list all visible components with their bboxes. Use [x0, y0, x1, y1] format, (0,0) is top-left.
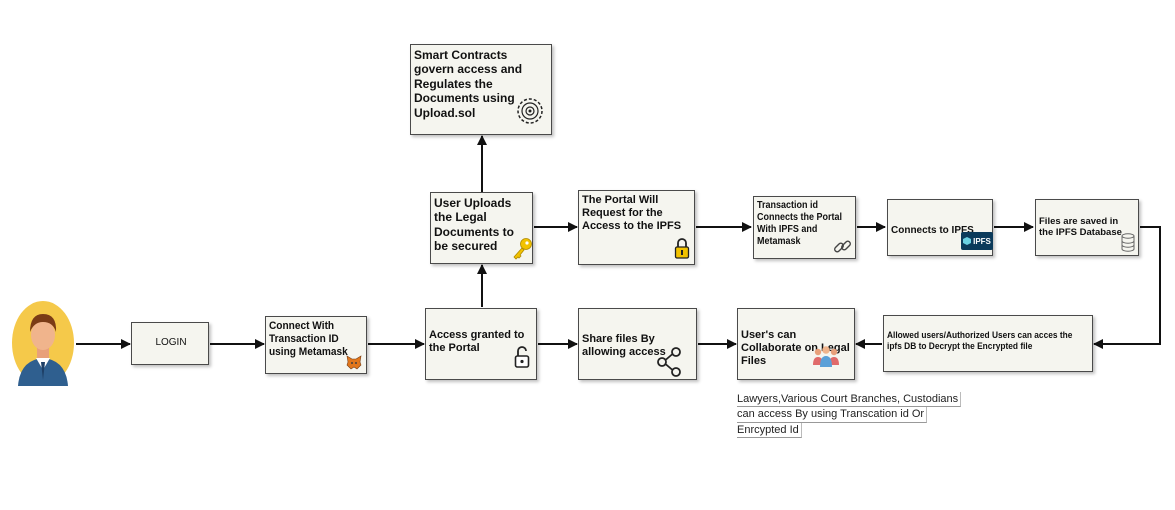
node-collaborate: User's can Collaborate on Legal Files	[737, 308, 855, 380]
node-transaction-connect-label: Transaction id Connects the Portal With …	[757, 200, 843, 247]
lock-icon	[674, 238, 690, 259]
arrow-files-allowed	[1093, 226, 1161, 349]
node-connect-metamask: Connect With Transaction ID using Metama…	[265, 316, 367, 374]
node-files-saved-label: Files are saved in the IPFS Database	[1039, 216, 1122, 239]
node-user-uploads: User Uploads the Legal Documents to be s…	[430, 192, 533, 264]
node-access-granted-label: Access granted to the Portal	[429, 329, 525, 355]
ipfs-cube-icon	[963, 237, 972, 245]
user-avatar	[12, 300, 74, 386]
node-smart-contracts: Smart Contracts govern access and Regula…	[410, 44, 552, 135]
unlocked-padlock-icon	[514, 346, 530, 368]
ipfs-logo-icon: IPFS	[961, 232, 993, 250]
node-login-label: LOGIN	[155, 337, 187, 348]
access-note: Lawyers,Various Court Branches, Custodia…	[737, 392, 962, 438]
node-smart-contracts-label: Smart Contracts govern access and Regula…	[414, 48, 523, 120]
access-note-line: can access By using Transcation id Or	[737, 407, 928, 423]
node-allowed-users-label: Allowed users/Authorized Users can acces…	[887, 330, 1073, 353]
node-portal-request: The Portal Will Request for the Access t…	[578, 190, 695, 265]
link-icon	[834, 240, 851, 253]
node-connects-ipfs: Connects to IPFS IPFS	[887, 199, 993, 256]
node-connect-metamask-label: Connect With Transaction ID using Metama…	[269, 320, 348, 359]
node-share-files: Share files By allowing access	[578, 308, 697, 380]
node-allowed-users: Allowed users/Authorized Users can acces…	[883, 315, 1093, 372]
node-transaction-connect: Transaction id Connects the Portal With …	[753, 196, 856, 259]
ipfs-logo-text: IPFS	[973, 236, 991, 246]
node-access-granted: Access granted to the Portal	[425, 308, 537, 380]
node-portal-request-label: The Portal Will Request for the Access t…	[582, 194, 682, 233]
node-files-saved: Files are saved in the IPFS Database	[1035, 199, 1139, 256]
node-share-files-label: Share files By allowing access	[582, 333, 666, 359]
share-icon	[657, 347, 681, 377]
key-icon	[513, 238, 532, 260]
team-people-icon	[813, 346, 839, 367]
database-icon	[1121, 233, 1135, 252]
access-note-line: Enrcypted Id	[737, 422, 802, 438]
metamask-fox-icon	[346, 355, 362, 370]
node-login: LOGIN	[131, 322, 209, 365]
node-connects-ipfs-label: Connects to IPFS	[891, 225, 974, 236]
node-user-uploads-label: User Uploads the Legal Documents to be s…	[434, 196, 515, 254]
blockchain-gear-icon	[517, 98, 543, 124]
access-note-line: Lawyers,Various Court Branches, Custodia…	[737, 392, 962, 408]
